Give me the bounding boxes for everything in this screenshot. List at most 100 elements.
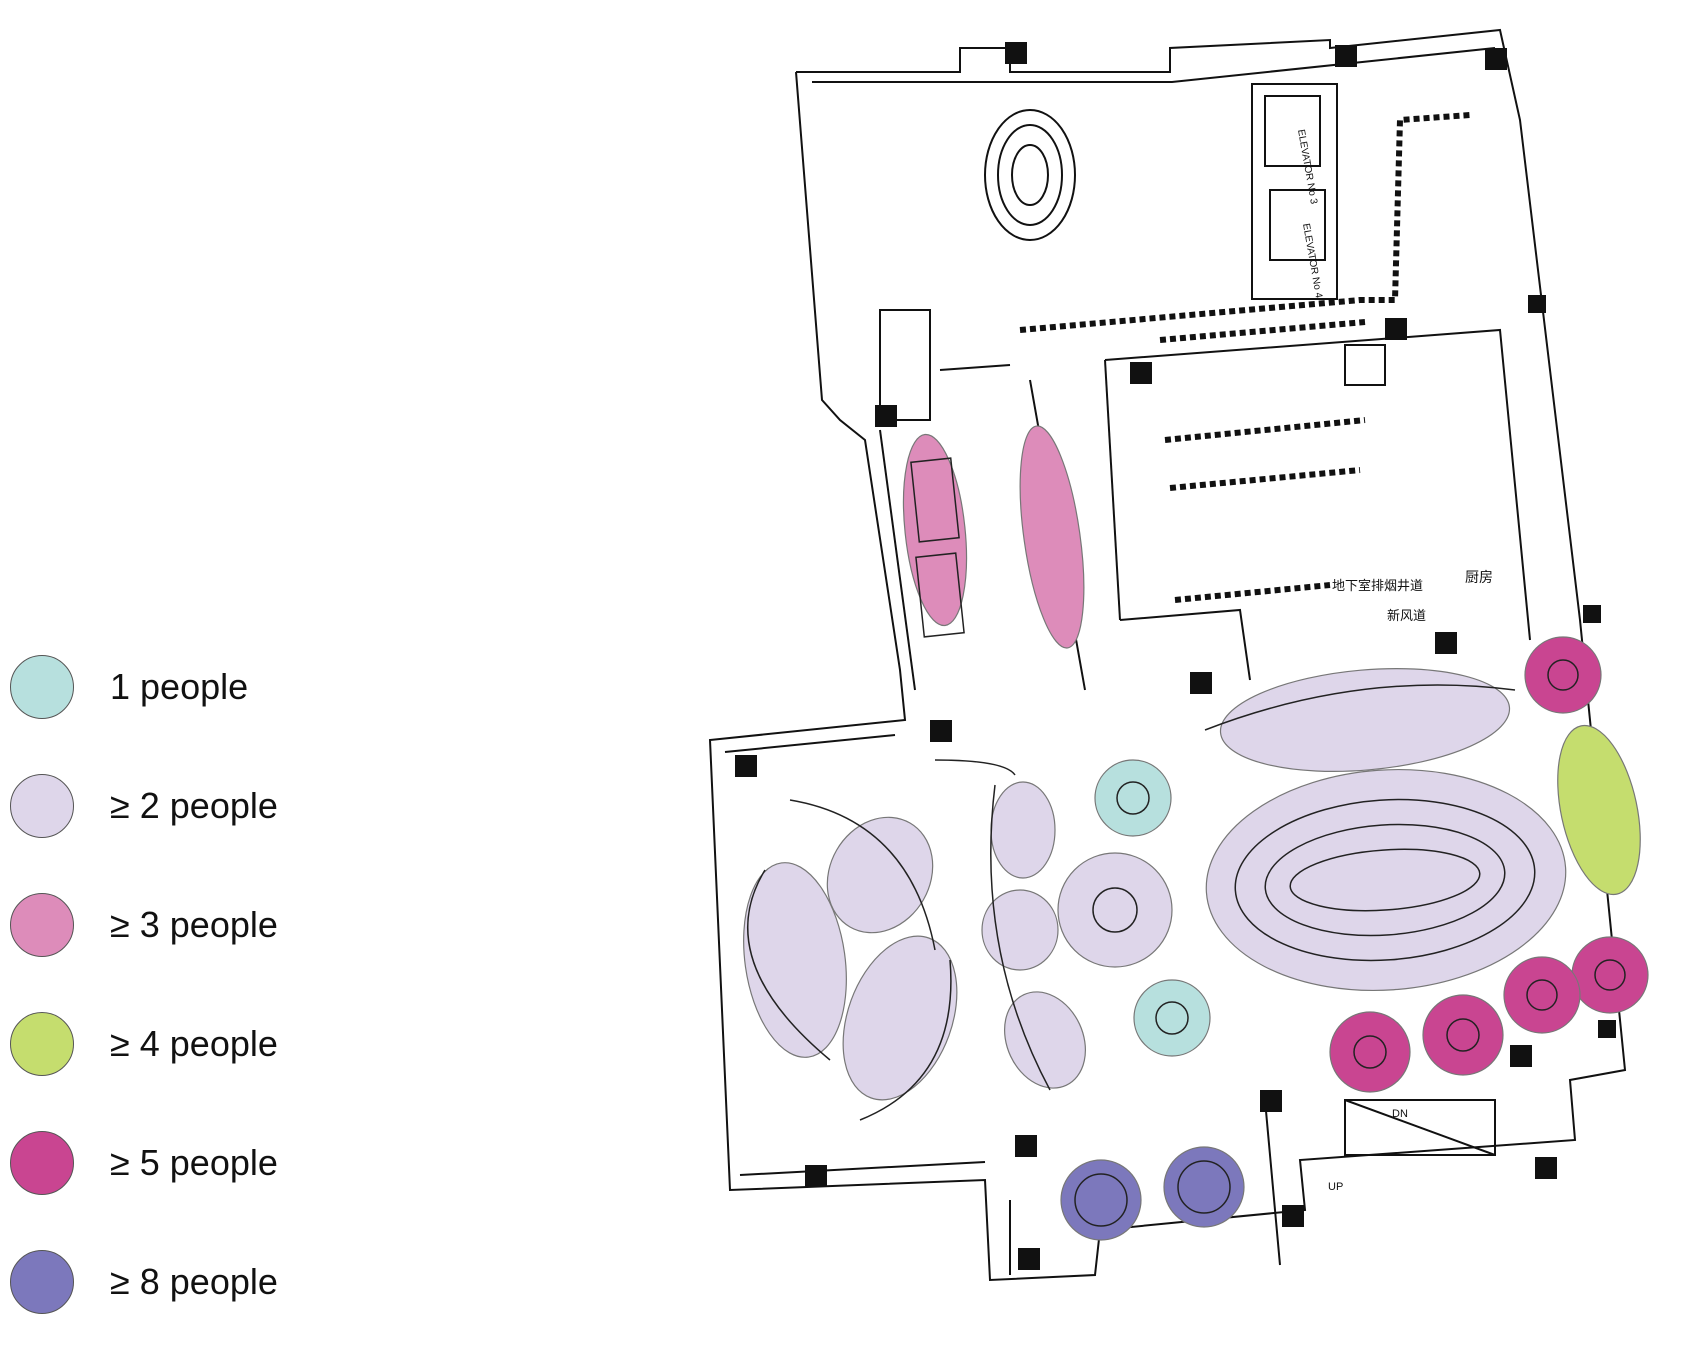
basement-smoke-shaft-label: 地下室排烟井道 bbox=[1332, 578, 1423, 593]
zone-8-people bbox=[1060, 1159, 1142, 1241]
column bbox=[1282, 1205, 1304, 1227]
legend-label-3: ≥ 3 people bbox=[110, 904, 278, 945]
zone-2-people bbox=[981, 889, 1059, 971]
storage-wall-top bbox=[1104, 328, 1531, 641]
column bbox=[1485, 48, 1507, 70]
legend-item-8-people: ≥ 8 people bbox=[10, 1250, 310, 1369]
elevator-4-car bbox=[1269, 189, 1326, 261]
legend-label-5: ≥ 5 people bbox=[110, 1142, 278, 1183]
vestibule-wall-east bbox=[1264, 1099, 1281, 1266]
outer-wall-inner-top bbox=[812, 47, 1496, 83]
elevator-core bbox=[1251, 83, 1338, 300]
zone-2-people bbox=[1205, 768, 1567, 992]
zone-2-people bbox=[842, 935, 958, 1101]
legend-swatch-4 bbox=[10, 1012, 74, 1076]
round-table bbox=[1155, 1001, 1189, 1035]
round-table bbox=[1446, 1018, 1480, 1052]
legend-item-2-people: ≥ 2 people bbox=[10, 774, 310, 893]
column bbox=[1190, 672, 1212, 694]
west-wing-bottom-wall bbox=[739, 1161, 986, 1176]
round-table bbox=[1116, 781, 1150, 815]
curved-partition bbox=[934, 759, 1016, 776]
curved-sofa bbox=[789, 799, 936, 951]
column bbox=[1598, 1020, 1616, 1038]
floor-plan: ELEVATOR No 3 ELEVATOR No 4 地下室排烟井道 新风道 … bbox=[708, 28, 1649, 1282]
oval-counter-inner bbox=[1289, 848, 1481, 912]
bench bbox=[915, 552, 965, 638]
stair-up-label: UP bbox=[1328, 1181, 1343, 1193]
shelf-1 bbox=[1159, 319, 1366, 343]
column bbox=[1015, 1135, 1037, 1157]
column bbox=[1260, 1090, 1282, 1112]
furniture bbox=[746, 457, 1626, 1227]
fresh-air-duct-label: 新风道 bbox=[1387, 608, 1426, 623]
column bbox=[930, 720, 952, 742]
zone-2-people bbox=[826, 816, 934, 934]
legend-label-1: 1 people bbox=[110, 666, 249, 707]
kitchen-label: 厨房 bbox=[1465, 569, 1493, 585]
round-table bbox=[1547, 659, 1579, 691]
column bbox=[1335, 45, 1357, 67]
oval-feature-outer bbox=[984, 109, 1076, 241]
curved-partition bbox=[990, 784, 1051, 1091]
zone-1-people bbox=[1094, 759, 1172, 837]
shelf-2 bbox=[1164, 417, 1366, 443]
zone-2-people bbox=[990, 781, 1056, 879]
legend-swatch-2 bbox=[10, 774, 74, 838]
legend-swatch-3 bbox=[10, 893, 74, 957]
outer-wall bbox=[708, 28, 1627, 1282]
oval-counter-outer bbox=[1234, 798, 1536, 962]
zone-8-people bbox=[1163, 1146, 1245, 1228]
columns bbox=[735, 42, 1616, 1270]
zone-3-people bbox=[902, 433, 968, 627]
elevator-4-label: ELEVATOR No 4 bbox=[1300, 223, 1324, 300]
elevator-3-label: ELEVATOR No 3 bbox=[1295, 129, 1319, 206]
column bbox=[735, 755, 757, 777]
oval-feature-middle bbox=[997, 124, 1063, 226]
round-table bbox=[1074, 1173, 1128, 1227]
zone-2-people bbox=[1219, 668, 1511, 772]
zone-2-people bbox=[1057, 852, 1173, 968]
plan-walls bbox=[708, 28, 1627, 1282]
stair-down-label: DN bbox=[1392, 1108, 1408, 1120]
zone-1-people bbox=[1133, 979, 1211, 1057]
core-wall-hatched bbox=[1019, 112, 1471, 333]
legend-label-4: ≥ 4 people bbox=[110, 1023, 278, 1064]
zone-4-people bbox=[1557, 724, 1641, 896]
column bbox=[1528, 295, 1546, 313]
oval-counter-middle bbox=[1264, 823, 1506, 937]
west-wing-top-wall bbox=[724, 734, 896, 753]
stair-south bbox=[1344, 1099, 1496, 1156]
round-table bbox=[1594, 959, 1626, 991]
legend-swatch-5 bbox=[10, 1131, 74, 1195]
round-table bbox=[1526, 979, 1558, 1011]
shelf-3 bbox=[1169, 467, 1361, 491]
column bbox=[1535, 1157, 1557, 1179]
zone-5-people bbox=[1524, 636, 1602, 714]
elevator-3-car bbox=[1264, 95, 1321, 167]
stair-north bbox=[879, 309, 931, 421]
curved-sofa bbox=[746, 869, 831, 1061]
bar-counter bbox=[1204, 684, 1516, 731]
oval-feature-inner bbox=[1011, 144, 1049, 206]
storage-wall-bottom bbox=[1119, 608, 1251, 681]
column bbox=[1005, 42, 1027, 64]
legend-label-2: ≥ 2 people bbox=[110, 785, 278, 826]
legend-swatch-1 bbox=[10, 655, 74, 719]
shelf-4 bbox=[1174, 582, 1331, 603]
storage-wall-left bbox=[1104, 359, 1121, 621]
legend-item-1-people: 1 people bbox=[10, 655, 310, 774]
column bbox=[1435, 632, 1457, 654]
round-table bbox=[1092, 887, 1138, 933]
column bbox=[1510, 1045, 1532, 1067]
column bbox=[805, 1165, 827, 1187]
column bbox=[875, 405, 897, 427]
zone-5-people bbox=[1422, 994, 1504, 1076]
legend-label-8: ≥ 8 people bbox=[110, 1261, 278, 1302]
legend-swatch-8 bbox=[10, 1250, 74, 1314]
legend-item-5-people: ≥ 5 people bbox=[10, 1131, 310, 1250]
zone-5-people bbox=[1503, 956, 1581, 1034]
column bbox=[1385, 318, 1407, 340]
zone-5-people bbox=[1571, 936, 1649, 1014]
legend-item-4-people: ≥ 4 people bbox=[10, 1012, 310, 1131]
